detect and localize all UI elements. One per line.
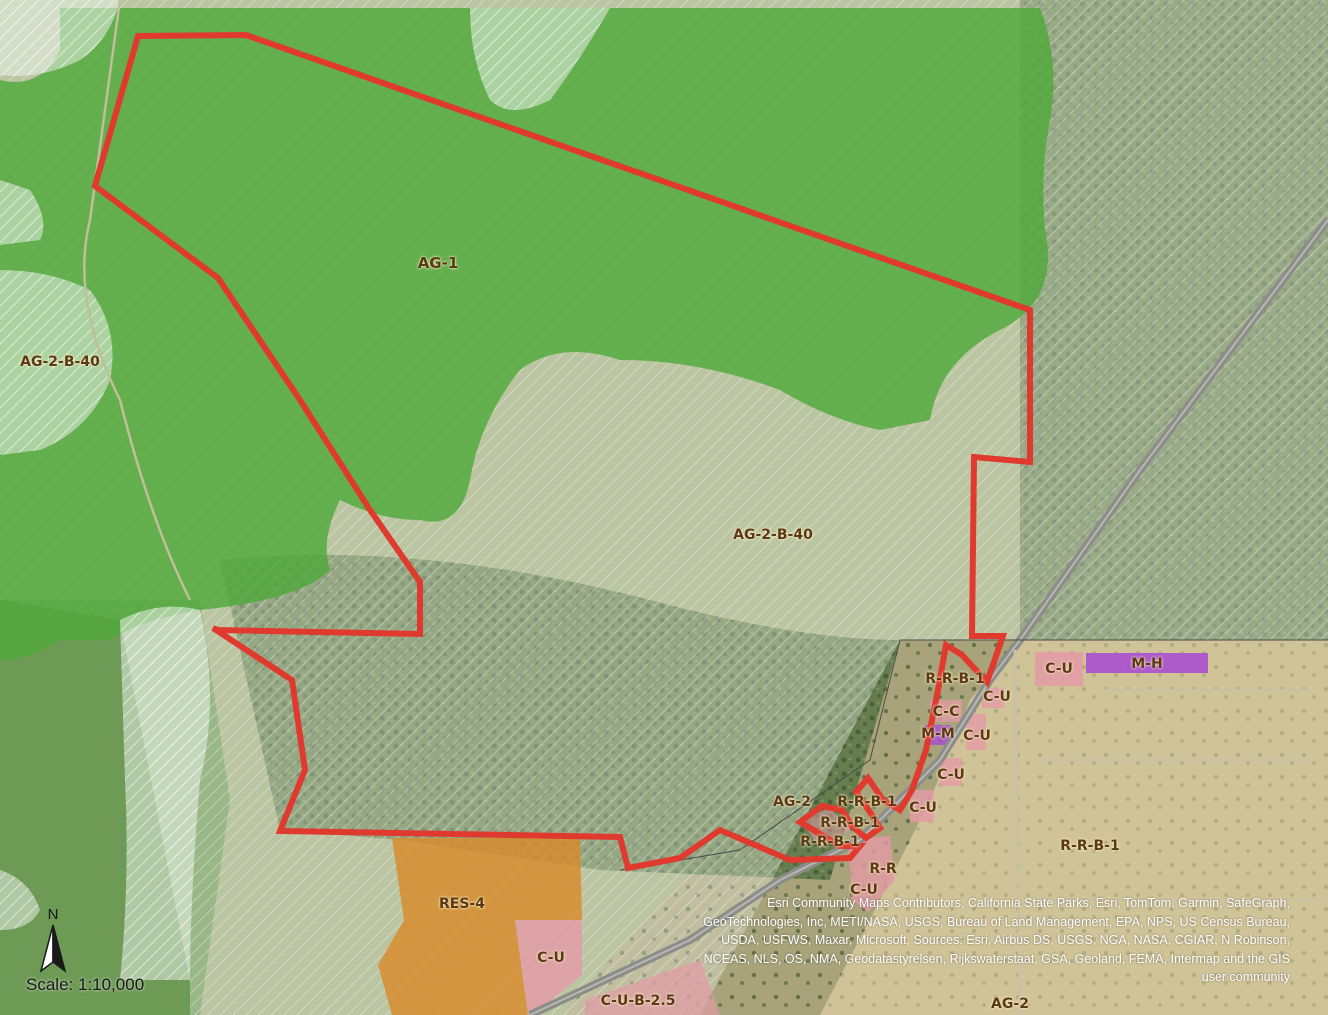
zone-label-ag2-east: AG-2 (773, 794, 811, 810)
map-attribution: Esri Community Maps Contributors, Califo… (650, 894, 1290, 987)
north-arrow-icon: N (39, 906, 67, 973)
zone-label-ag2b40-center: AG-2-B-40 (733, 527, 813, 543)
zone-label-cu-northeast: C-U (1045, 661, 1073, 677)
zone-label-cu-a: C-U (983, 689, 1011, 705)
zone-label-mh: M-H (1131, 656, 1163, 672)
zone-label-mm: M-M (921, 726, 955, 742)
zone-res4-area (378, 838, 582, 1015)
zone-label-rr: R-R (869, 861, 897, 877)
parcel-cu-c (940, 758, 962, 786)
scale-label: Scale: 1:10,000 (26, 975, 145, 994)
creek-road (83, 0, 192, 601)
zone-cu-northeast-area (1035, 652, 1083, 686)
parcel-rr (848, 836, 895, 912)
local-road-1 (1013, 649, 1022, 1015)
attribution-line: USDA, USFWS, Maxar, Microsoft, Sources: … (721, 933, 1290, 947)
zone-label-cu-south: C-U (537, 950, 565, 966)
parcel-cu-b (966, 714, 986, 750)
north-label: N (48, 906, 59, 923)
zone-mh-area (1086, 653, 1208, 673)
zone-rrb1-east-area (820, 640, 1328, 1015)
zone-label-rrb1-c: R-R-B-1 (800, 834, 860, 850)
attribution-line: GeoTechnologies, Inc, METI/NASA, USGS, B… (703, 914, 1290, 929)
zone-label-cu-b: C-U (963, 728, 991, 744)
attribution-line: Esri Community Maps Contributors, Califo… (767, 896, 1290, 910)
zone-label-cu-c: C-U (937, 767, 965, 783)
zone-ag2b40-w2-patch (0, 180, 44, 245)
zone-label-rrb1-a: R-R-B-1 (837, 794, 897, 810)
zone-ag1-area (0, 8, 1054, 660)
attribution-line: user community (1201, 970, 1290, 984)
zone-label-ag2b40-west: AG-2-B-40 (20, 354, 100, 370)
zone-label-rrb1-b: R-R-B-1 (820, 815, 880, 831)
zone-label-rrb1-north: R-R-B-1 (925, 671, 985, 687)
zone-ag2b40-west-patch (0, 270, 113, 455)
zone-label-ag2-south: AG-2 (991, 996, 1029, 1012)
parcel-rrb1-small (800, 808, 850, 848)
attribution-line: NCEAS, NLS, OS, NMA, Geodatastyrelsen, R… (703, 951, 1290, 966)
highway-centerline (529, 219, 1328, 1015)
zone-label-cub25: C-U-B-2.5 (600, 993, 676, 1009)
parcel-cu-d (910, 790, 934, 822)
parcel-cu-a (982, 688, 1004, 708)
zone-label-ag1: AG-1 (417, 254, 459, 272)
zone-label-res4: RES-4 (439, 896, 485, 912)
parcel-cc (930, 700, 962, 722)
zone-ag2b40-sw-patch (120, 606, 210, 980)
zone-label-cu-d: C-U (909, 800, 937, 816)
zone-ag2b40-w3-patch (0, 870, 40, 930)
zone-cu-south-area (515, 920, 582, 1015)
property-boundary[interactable] (91, 31, 1033, 872)
zone-ag2b40-n-patch (470, 8, 610, 110)
zone-label-rrb1-east: R-R-B-1 (1060, 838, 1120, 854)
zone-label-cc: C-C (932, 704, 960, 720)
zone-cub25-area (585, 960, 720, 1015)
zone-ag2b40-nw-patch (0, 0, 120, 76)
zone-label-cu-e: C-U (850, 882, 878, 898)
